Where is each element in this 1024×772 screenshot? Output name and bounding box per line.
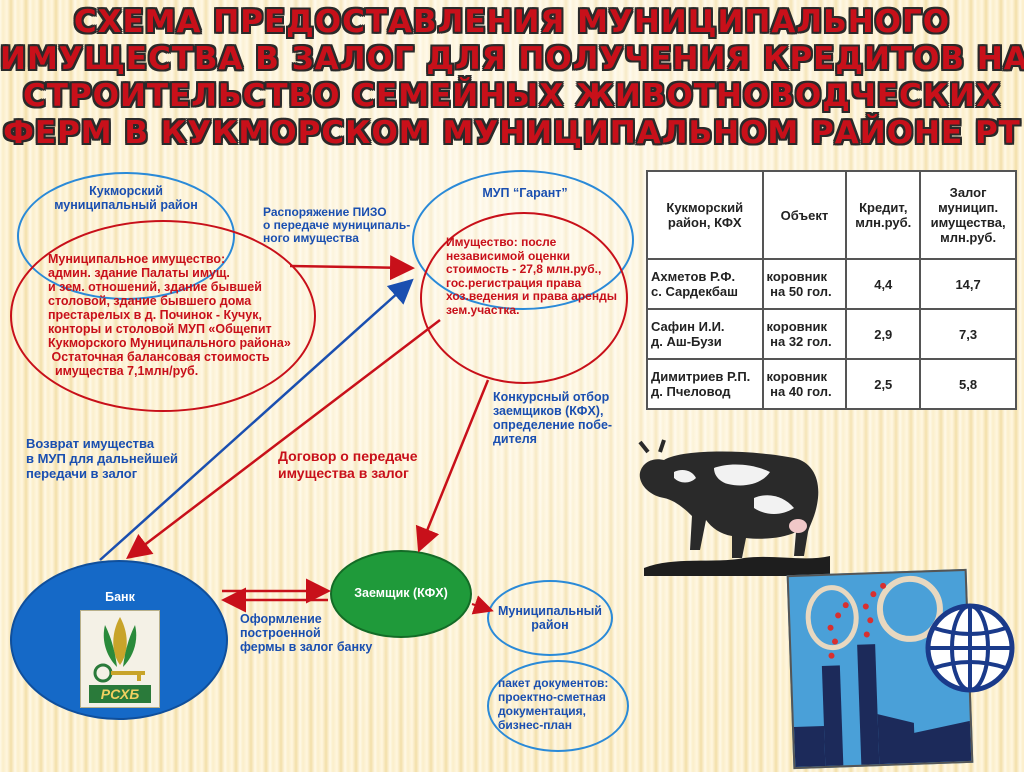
edge-label-pizo-order: Распоряжение ПИЗО о передаче муниципаль-… <box>263 205 411 245</box>
row-name: Димитриев Р.П.д. Пчеловод <box>646 358 764 410</box>
cow-icon <box>638 439 830 576</box>
header-credit: Кредит, млн.руб. <box>845 170 922 260</box>
arrow-pizo-order <box>289 255 415 281</box>
municipal-district-label: Муниципальный район <box>497 604 602 632</box>
row-object: коровник на 50 гол. <box>761 258 848 310</box>
factory-illustration <box>786 568 974 770</box>
district-label: Кукморский муниципальный район <box>54 184 198 212</box>
header-object: Объект <box>761 170 848 260</box>
arrow-borrower-to-district <box>471 595 494 615</box>
edge-label-competitive-selection: Конкурсный отбор заемщиков (КФХ), опреде… <box>493 390 613 446</box>
borrower-ellipse[interactable] <box>330 550 472 638</box>
edge-label-pledge-contract: Договор о передаче имущества в залог <box>278 448 418 481</box>
table-header-row: Кукморский район, КФХ Объект Кредит, млн… <box>646 170 1017 260</box>
edge-label-farm-registration: Оформление построенной фермы в залог бан… <box>240 612 373 654</box>
arrow-return-property <box>99 278 414 561</box>
header-pledge: Залог муницип. имущества, млн.руб. <box>919 170 1017 260</box>
bank-label: Банк <box>105 590 135 604</box>
arrow-pledge-contract <box>126 319 441 560</box>
row-pledge: 5,8 <box>919 358 1017 410</box>
row-credit: 4,4 <box>845 258 922 310</box>
table-row: Димитриев Р.П.д. Пчеловод коровник на 40… <box>646 358 1017 410</box>
factory-icon <box>793 575 972 768</box>
arrow-competitive-selection <box>415 379 490 553</box>
edge-label-return-property: Возврат имущества в МУП для дальнейшей п… <box>26 436 179 481</box>
mup-label: МУП “Гарант” <box>482 186 568 200</box>
documents-ellipse <box>487 660 629 752</box>
row-credit: 2,5 <box>845 358 922 410</box>
municipal-property-ellipse <box>10 220 316 412</box>
row-object: коровник на 32 гол. <box>761 308 848 360</box>
municipal-property-text: Муниципальное имущество: админ. здание П… <box>48 252 291 378</box>
row-object: коровник на 40 гол. <box>761 358 848 410</box>
borrower-label: Заемщик (КФХ) <box>354 586 448 600</box>
documents-text: пакет документов: проектно-сметная докум… <box>498 676 609 732</box>
title-line-4: ФЕРМ В КУКМОРСКОМ МУНИЦИПАЛЬНОМ РАЙОНЕ Р… <box>3 115 1021 151</box>
mup-property-text: Имущество: после независимой оценки стои… <box>446 235 617 317</box>
title-line-1: СХЕМА ПРЕДОСТАВЛЕНИЯ МУНИЦИПАЛЬНОГО <box>73 4 951 40</box>
title-line-3: СТРОИТЕЛЬСТВО СЕМЕЙНЫХ ЖИВОТНОВОДЧЕСКИХ <box>22 78 1001 114</box>
bank-logo-icon <box>89 617 151 703</box>
bank-logo: РСХБ <box>80 610 160 708</box>
mup-property-ellipse <box>420 212 628 384</box>
municipal-district-ellipse <box>487 580 613 656</box>
title-line-2: ИМУЩЕСТВА В ЗАЛОГ ДЛЯ ПОЛУЧЕНИЯ КРЕДИТОВ… <box>0 41 1024 77</box>
row-pledge: 7,3 <box>919 308 1017 360</box>
bank-logo-text: РСХБ <box>100 686 140 702</box>
row-name: Сафин И.И.д. Аш-Бузи <box>646 308 764 360</box>
row-pledge: 14,7 <box>919 258 1017 310</box>
row-name: Ахметов Р.Ф.с. Сардекбаш <box>646 258 764 310</box>
page-title: СХЕМА ПРЕДОСТАВЛЕНИЯ МУНИЦИПАЛЬНОГО ИМУЩ… <box>0 4 1024 152</box>
globe-icon <box>925 603 1015 693</box>
table-row: Ахметов Р.Ф.с. Сардекбаш коровник на 50 … <box>646 258 1017 310</box>
row-credit: 2,9 <box>845 308 922 360</box>
credits-table: Кукморский район, КФХ Объект Кредит, млн… <box>646 170 1017 410</box>
header-district: Кукморский район, КФХ <box>646 170 764 260</box>
table-row: Сафин И.И.д. Аш-Бузи коровник на 32 гол.… <box>646 308 1017 360</box>
